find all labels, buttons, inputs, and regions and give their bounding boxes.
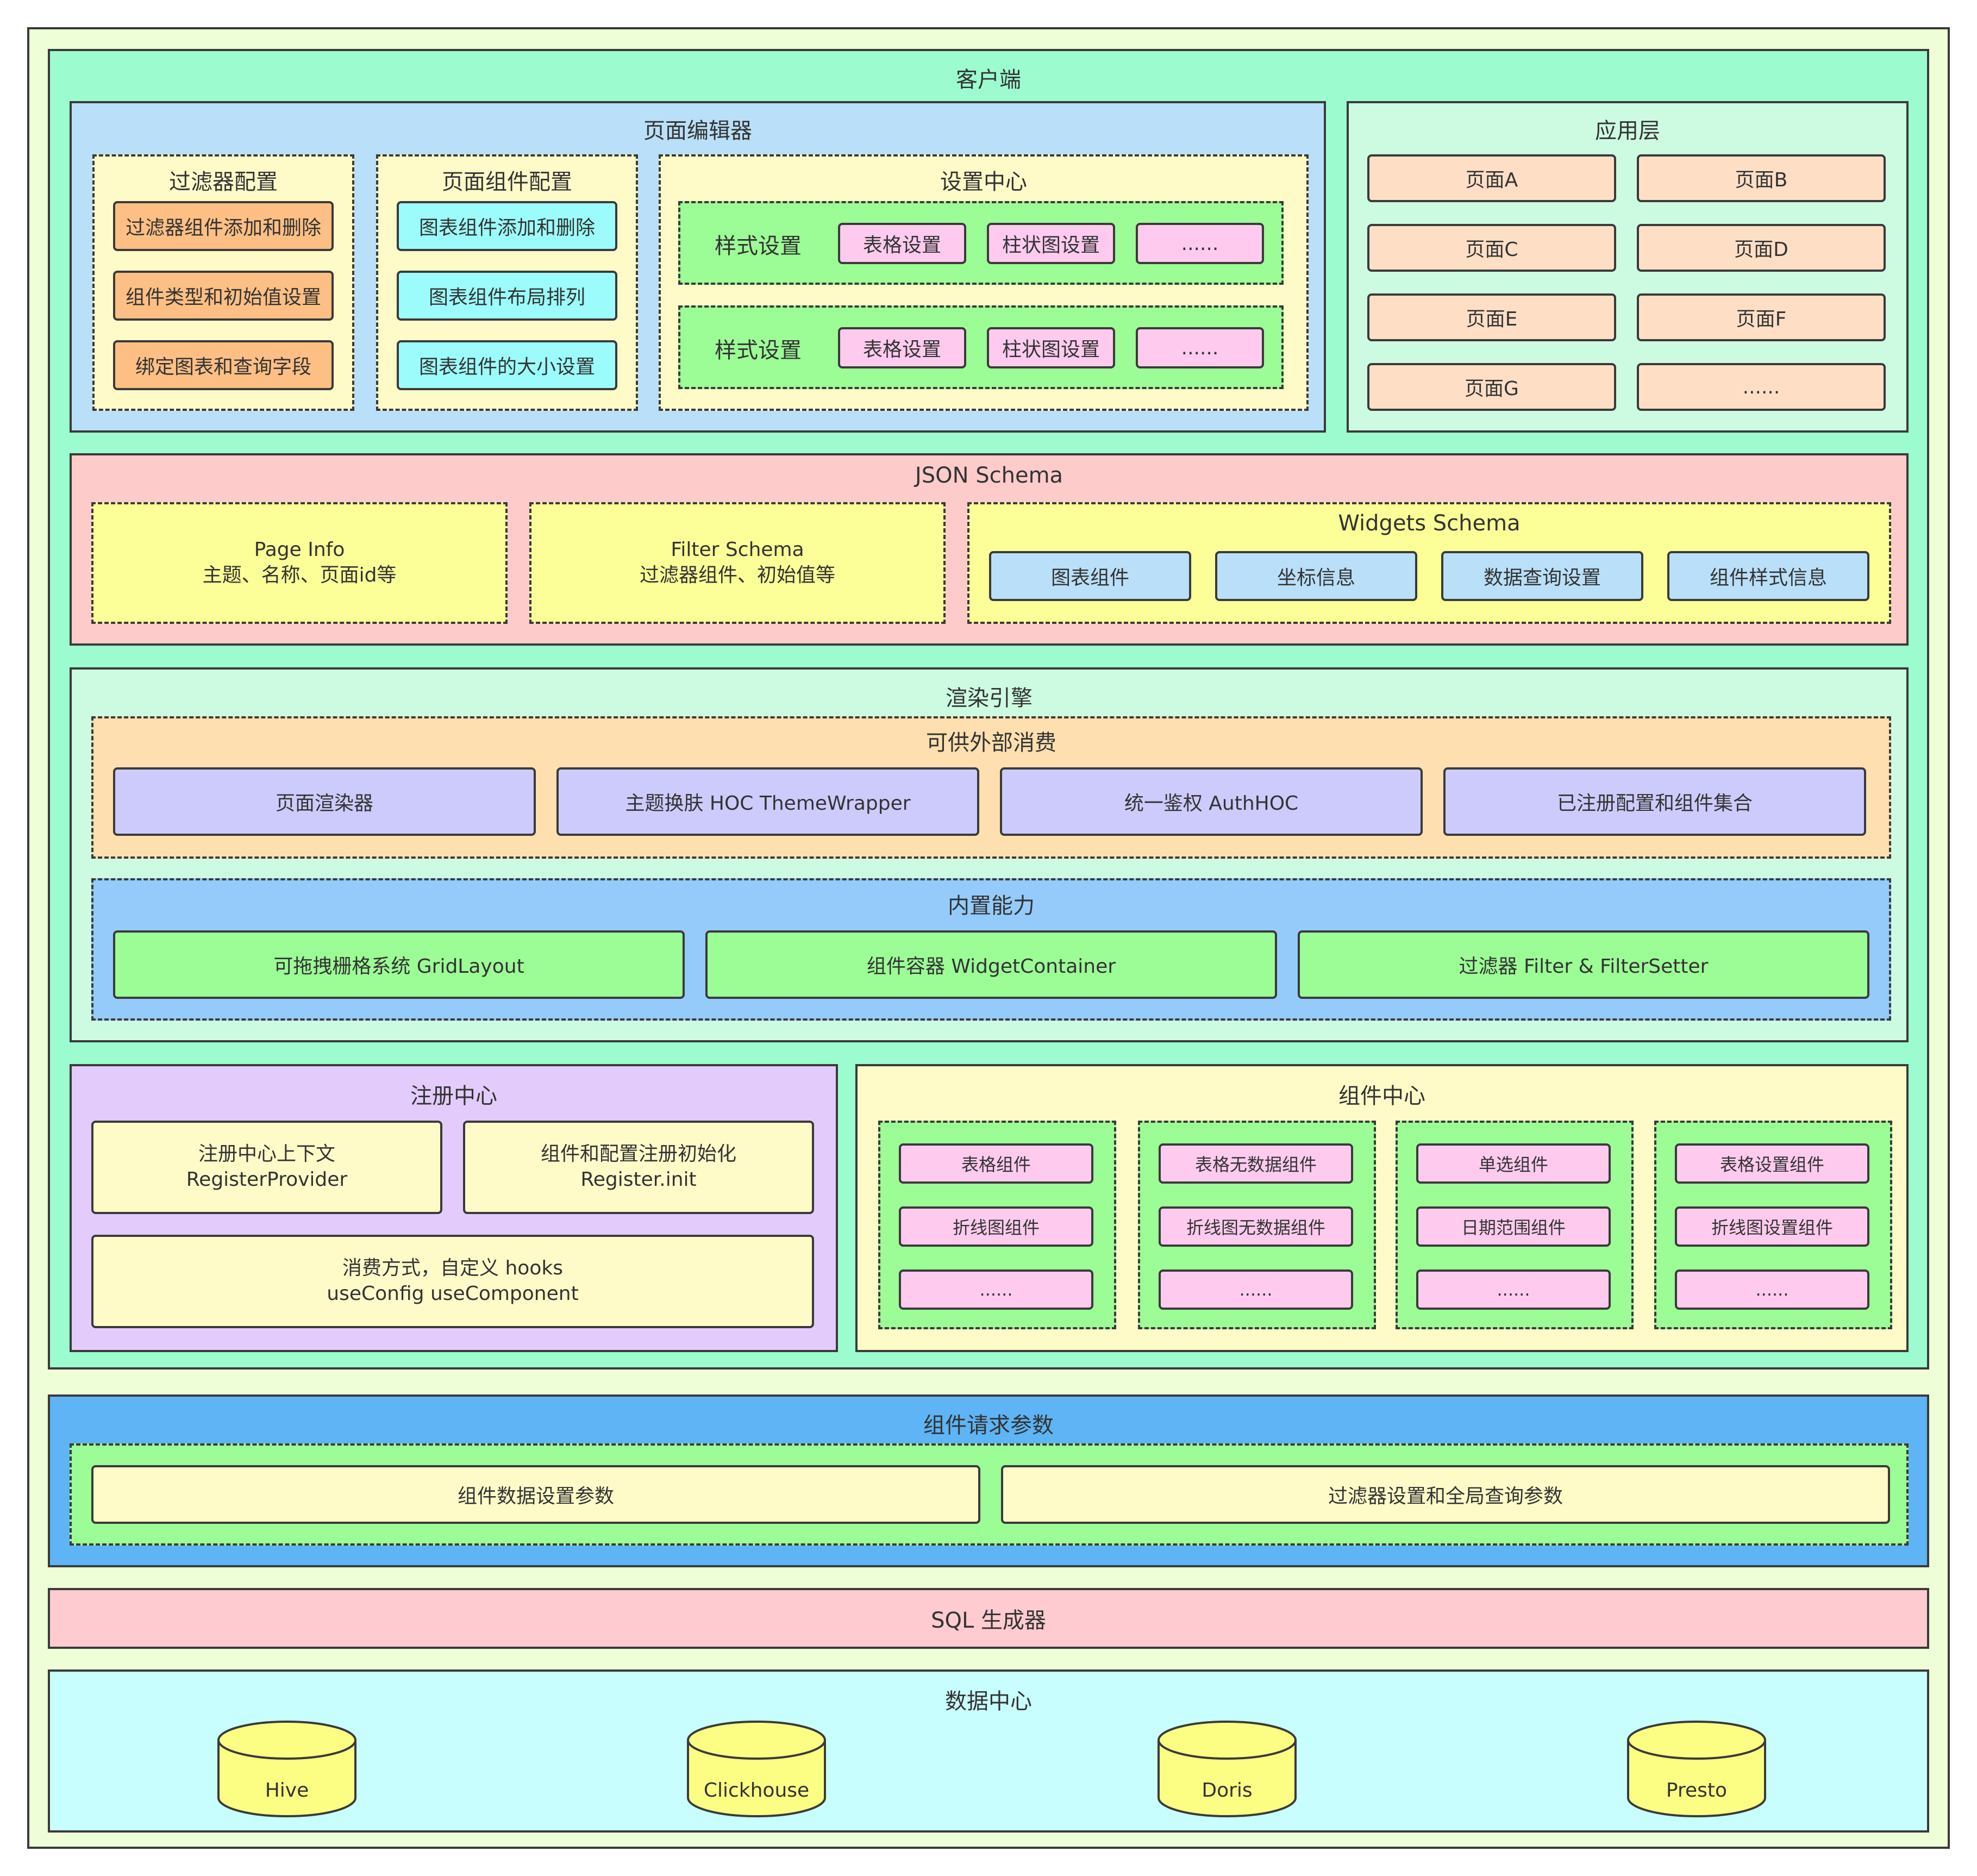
- filter-config-item[interactable]: 绑定图表和查询字段: [113, 340, 334, 390]
- component-item[interactable]: 表格无数据组件: [1159, 1143, 1353, 1184]
- register-init-box[interactable]: 组件和配置注册初始化 Register.init: [463, 1121, 814, 1214]
- register-init-code: Register.init: [580, 1168, 697, 1191]
- consume-hooks-box[interactable]: 消费方式，自定义 hooks useConfig useComponent: [91, 1235, 814, 1328]
- component-config-item[interactable]: 图表组件添加和删除: [397, 201, 617, 251]
- database-clickhouse-label: Clickhouse: [703, 1779, 810, 1802]
- filter-config-title: 过滤器配置: [169, 170, 278, 195]
- component-item[interactable]: 单选组件: [1416, 1143, 1611, 1184]
- component-item[interactable]: ......: [1675, 1270, 1869, 1310]
- external-item[interactable]: 主题换肤 HOC ThemeWrapper: [556, 767, 979, 836]
- json-schema-title: JSON Schema: [915, 463, 1063, 488]
- style-settings-label: 样式设置: [715, 234, 802, 259]
- component-config-item[interactable]: 图表组件布局排列: [397, 271, 617, 321]
- external-item[interactable]: 统一鉴权 AuthHOC: [1000, 767, 1423, 836]
- filter-config-item[interactable]: 过滤器组件添加和删除: [113, 201, 334, 251]
- page-info-title: Page Info: [254, 539, 345, 561]
- database-icon: [687, 1721, 826, 1817]
- database-icon: [1627, 1721, 1766, 1817]
- component-item[interactable]: ......: [899, 1270, 1093, 1310]
- client-title: 客户端: [956, 67, 1021, 92]
- data-center-title: 数据中心: [945, 1689, 1032, 1714]
- register-provider-box[interactable]: 注册中心上下文 RegisterProvider: [91, 1121, 442, 1214]
- register-init-title: 组件和配置注册初始化: [540, 1143, 736, 1166]
- app-page-item[interactable]: 页面A: [1367, 154, 1616, 202]
- component-center-title: 组件中心: [1338, 1084, 1425, 1109]
- page-info-desc: 主题、名称、页面id等: [202, 564, 397, 586]
- database-icon: [1158, 1721, 1297, 1817]
- builtin-capability-title: 内置能力: [948, 893, 1035, 918]
- database-doris-label: Doris: [1202, 1779, 1253, 1802]
- database-icon: [217, 1721, 356, 1817]
- external-item[interactable]: 已注册配置和组件集合: [1443, 767, 1866, 836]
- widgets-schema-title: Widgets Schema: [1338, 511, 1521, 536]
- page-editor-title: 页面编辑器: [643, 118, 752, 143]
- app-page-item[interactable]: 页面D: [1637, 224, 1886, 272]
- widgets-schema-item[interactable]: 图表组件: [989, 551, 1191, 601]
- more-settings-item[interactable]: ......: [1136, 327, 1264, 368]
- widgets-schema-item[interactable]: 组件样式信息: [1667, 551, 1869, 601]
- external-consumption-title: 可供外部消费: [926, 730, 1056, 755]
- table-settings-item[interactable]: 表格设置: [838, 327, 966, 368]
- render-engine-title: 渲染引擎: [946, 686, 1033, 711]
- component-item[interactable]: 折线图设置组件: [1675, 1206, 1869, 1247]
- data-center-panel: 数据中心: [48, 1669, 1929, 1833]
- filter-schema-box: Filter Schema 过滤器组件、初始值等: [529, 502, 946, 624]
- bar-chart-settings-item[interactable]: 柱状图设置: [987, 223, 1115, 264]
- consume-hooks-code: useConfig useComponent: [327, 1283, 579, 1305]
- database-hive-label: Hive: [265, 1779, 309, 1802]
- app-page-item[interactable]: 页面B: [1637, 154, 1886, 202]
- request-param-item[interactable]: 过滤器设置和全局查询参数: [1001, 1465, 1890, 1524]
- settings-center-title: 设置中心: [940, 170, 1027, 195]
- component-item[interactable]: 折线图组件: [899, 1206, 1093, 1247]
- component-item[interactable]: 折线图无数据组件: [1159, 1206, 1353, 1247]
- more-settings-item[interactable]: ......: [1136, 223, 1264, 264]
- app-page-item[interactable]: 页面F: [1637, 293, 1886, 341]
- sql-generator-title: SQL 生成器: [931, 1608, 1046, 1633]
- component-item[interactable]: 表格设置组件: [1675, 1143, 1869, 1184]
- app-page-item[interactable]: 页面C: [1367, 224, 1616, 272]
- consume-hooks-title: 消费方式，自定义 hooks: [342, 1257, 563, 1280]
- request-param-item[interactable]: 组件数据设置参数: [91, 1465, 980, 1524]
- app-page-item[interactable]: 页面E: [1367, 293, 1616, 341]
- builtin-item[interactable]: 可拖拽栅格系统 GridLayout: [113, 930, 685, 999]
- component-item[interactable]: ......: [1416, 1270, 1611, 1310]
- component-item[interactable]: 表格组件: [899, 1143, 1093, 1184]
- component-config-item[interactable]: 图表组件的大小设置: [397, 340, 617, 390]
- filter-schema-desc: 过滤器组件、初始值等: [639, 564, 835, 586]
- style-settings-label: 样式设置: [715, 338, 802, 363]
- app-page-item[interactable]: ......: [1637, 363, 1886, 411]
- filter-config-item[interactable]: 组件类型和初始值设置: [113, 271, 334, 321]
- table-settings-item[interactable]: 表格设置: [838, 223, 966, 264]
- bar-chart-settings-item[interactable]: 柱状图设置: [987, 327, 1115, 368]
- sql-generator-panel: SQL 生成器: [48, 1588, 1929, 1649]
- component-item[interactable]: ......: [1159, 1270, 1353, 1310]
- register-provider-title: 注册中心上下文: [198, 1143, 335, 1166]
- database-presto-label: Presto: [1666, 1779, 1728, 1802]
- app-page-item[interactable]: 页面G: [1367, 363, 1616, 411]
- request-params-title: 组件请求参数: [923, 1413, 1054, 1438]
- component-config-title: 页面组件配置: [442, 170, 572, 195]
- widgets-schema-item[interactable]: 坐标信息: [1215, 551, 1417, 601]
- registry-title: 注册中心: [410, 1084, 497, 1109]
- register-provider-code: RegisterProvider: [186, 1168, 348, 1191]
- app-layer-title: 应用层: [1595, 118, 1660, 143]
- filter-schema-title: Filter Schema: [671, 539, 804, 561]
- widgets-schema-item[interactable]: 数据查询设置: [1441, 551, 1643, 601]
- builtin-item[interactable]: 过滤器 Filter & FilterSetter: [1298, 930, 1869, 999]
- builtin-item[interactable]: 组件容器 WidgetContainer: [705, 930, 1277, 999]
- component-item[interactable]: 日期范围组件: [1416, 1206, 1611, 1247]
- page-info-box: Page Info 主题、名称、页面id等: [91, 502, 508, 624]
- external-item[interactable]: 页面渲染器: [113, 767, 536, 836]
